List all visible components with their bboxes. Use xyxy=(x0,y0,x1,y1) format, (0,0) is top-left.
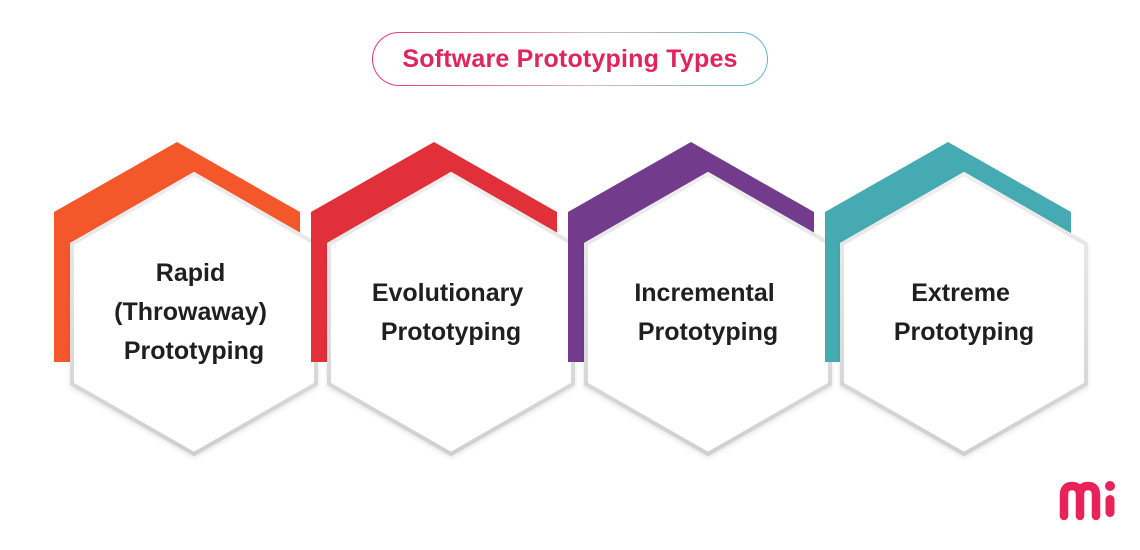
hex-label-3: Incremental Prototyping xyxy=(634,279,781,346)
hex-item-4: Extreme Prototyping xyxy=(825,142,1088,457)
hex-item-2: Evolutionary Prototyping xyxy=(311,142,575,457)
hex-label-3-line-1: Incremental xyxy=(634,279,774,307)
hex-label-2: Evolutionary Prototyping xyxy=(372,279,530,346)
hex-label-4-line-1: Extreme xyxy=(911,279,1010,307)
hex-item-3: Incremental Prototyping xyxy=(568,142,832,457)
hex-label-3-line-2: Prototyping xyxy=(638,318,778,346)
hex-card-4 xyxy=(840,171,1088,457)
hex-label-1-line-3: Prototyping xyxy=(124,337,264,365)
hex-label-1-line-1: Rapid xyxy=(156,259,225,287)
hex-label-2-line-2: Prototyping xyxy=(381,318,521,346)
hex-label-4-line-2: Prototyping xyxy=(894,318,1034,346)
hex-label-1-line-2: (Throwaway) xyxy=(114,298,267,326)
hex-label-2-line-1: Evolutionary xyxy=(372,279,524,307)
title-pill: Software Prototyping Types xyxy=(372,32,768,86)
brand-logo-icon xyxy=(1059,481,1115,521)
page-title: Software Prototyping Types xyxy=(402,44,738,73)
hex-item-1: Rapid (Throwaway) Prototyping xyxy=(54,142,318,457)
hex-label-4: Extreme Prototyping xyxy=(894,279,1034,346)
hex-label-1: Rapid (Throwaway) Prototyping xyxy=(114,259,274,365)
